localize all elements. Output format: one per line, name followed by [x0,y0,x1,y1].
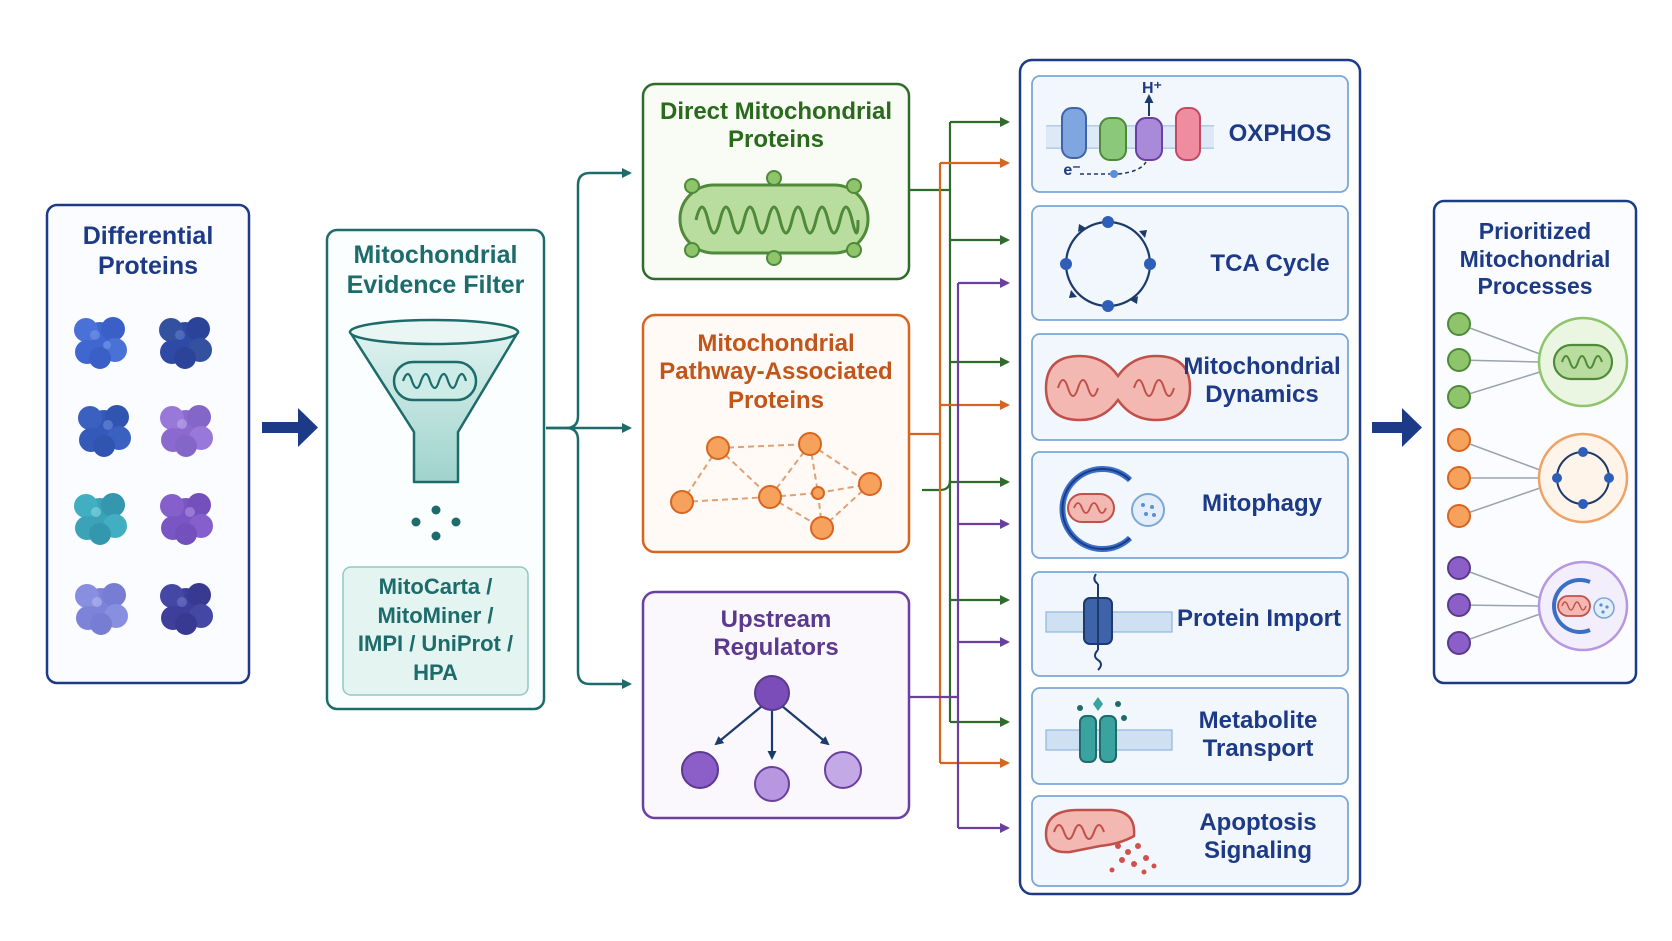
mitophagy-icon [1059,466,1165,552]
direct-mito-box [641,82,911,281]
output-title-line2: Mitochondrial [1459,245,1611,272]
direct-mito-line1: Direct Mitochondrial [659,98,893,125]
output-title: Prioritized Mitochondrial Processes [1434,218,1636,301]
upstream-regulators-box [641,590,911,820]
database-line-3: IMPI / UniProt / [357,631,514,657]
output-title-line3: Processes [1477,273,1593,300]
process-apoptosis-line2: Signaling [1204,837,1312,865]
process-mitophagy-label: Mitophagy [1202,490,1322,517]
arrow-input-to-filter [262,408,318,447]
process-metabolite-line2: Transport [1202,735,1314,763]
database-line-2: MitoMiner / [377,602,494,628]
hierarchy-icon [681,675,862,802]
protein-blob-icon [74,493,127,545]
protein-blob-icon [159,317,212,369]
metabolite-transport-icon [1045,697,1173,763]
mitochondrion-icon [678,170,870,266]
pathway-line3: Proteins [727,386,825,414]
input-title-line1: Differential [82,222,214,250]
input-panel [45,203,251,685]
input-title-line2: Proteins [97,251,199,280]
process-card-import [1031,571,1349,677]
filter-title-line2: Evidence Filter [346,270,525,299]
purple-connectors [909,278,1010,833]
tca-cycle-icon [1060,216,1156,312]
process-dynamics-line1: Mitochondrial [1183,353,1341,380]
protein-blob-icon [160,493,213,545]
upstream-line1: Upstream [720,606,832,633]
filter-title: Mitochondrial Evidence Filter [327,241,544,300]
process-import-label: Protein Import [1176,605,1341,632]
pathway-associated-box [641,313,911,554]
electron-label: e⁻ [1063,162,1081,179]
filter-title-line1: Mitochondrial [353,241,518,269]
database-line-4: HPA [413,659,458,685]
output-title-line1: Prioritized [1478,218,1592,244]
pathway-line2: Pathway-Associated [659,358,893,386]
process-metabolite-label: Metabolite Transport [1186,707,1330,764]
filtered-particles [411,505,461,541]
process-card-tca [1031,205,1349,321]
oxphos-complex-icon [1046,94,1214,178]
process-apoptosis-label: Apoptosis Signaling [1186,809,1330,866]
protein-blob-icon [74,317,127,369]
database-sources-text: MitoCarta / MitoMiner / IMPI / UniProt /… [343,573,528,687]
protein-blob-icon [160,405,213,457]
process-panel [1018,58,1362,896]
output-group-green [1447,312,1629,409]
protein-import-icon [1045,573,1173,671]
output-group-orange [1447,428,1629,528]
process-dynamics-label: Mitochondrial Dynamics [1180,353,1344,410]
database-sources-box [342,566,529,696]
proton-label: H⁺ [1142,80,1162,97]
green-connectors [909,117,1010,727]
upstream-regulators-title: Upstream Regulators [643,606,909,663]
direct-mito-title: Direct Mitochondrial Proteins [643,98,909,155]
process-oxphos-label: OXPHOS [1228,120,1332,147]
network-icon [670,432,882,540]
protein-blob-icon [75,583,128,635]
process-metabolite-line1: Metabolite [1198,707,1318,734]
apoptosis-icon [1044,808,1157,875]
pathway-line1: Mitochondrial [697,330,855,357]
protein-cluster-icons [74,317,213,635]
database-line-1: MitoCarta / [378,574,493,599]
filter-to-category-connectors [546,168,632,689]
protein-blob-icon [78,405,131,457]
input-title: Differential Proteins [47,222,249,281]
direct-mito-line2: Proteins [727,126,825,154]
upstream-line2: Regulators [713,634,839,662]
funnel-icon [348,318,520,484]
process-tca-label: TCA Cycle [1210,250,1330,277]
pathway-associated-title: Mitochondrial Pathway-Associated Protein… [643,330,909,415]
process-dynamics-line2: Dynamics [1205,381,1319,409]
output-panel [1432,199,1638,685]
arrow-process-to-output [1372,408,1422,447]
process-card-mitophagy [1031,451,1349,559]
filter-panel [325,228,546,711]
mitochondrial-fission-icon [1044,354,1192,422]
protein-blob-icon [160,583,213,635]
mitochondrion-icon [392,360,478,402]
output-group-purple [1447,556,1629,655]
orange-connectors [909,158,1010,768]
process-apoptosis-line1: Apoptosis [1199,809,1317,836]
